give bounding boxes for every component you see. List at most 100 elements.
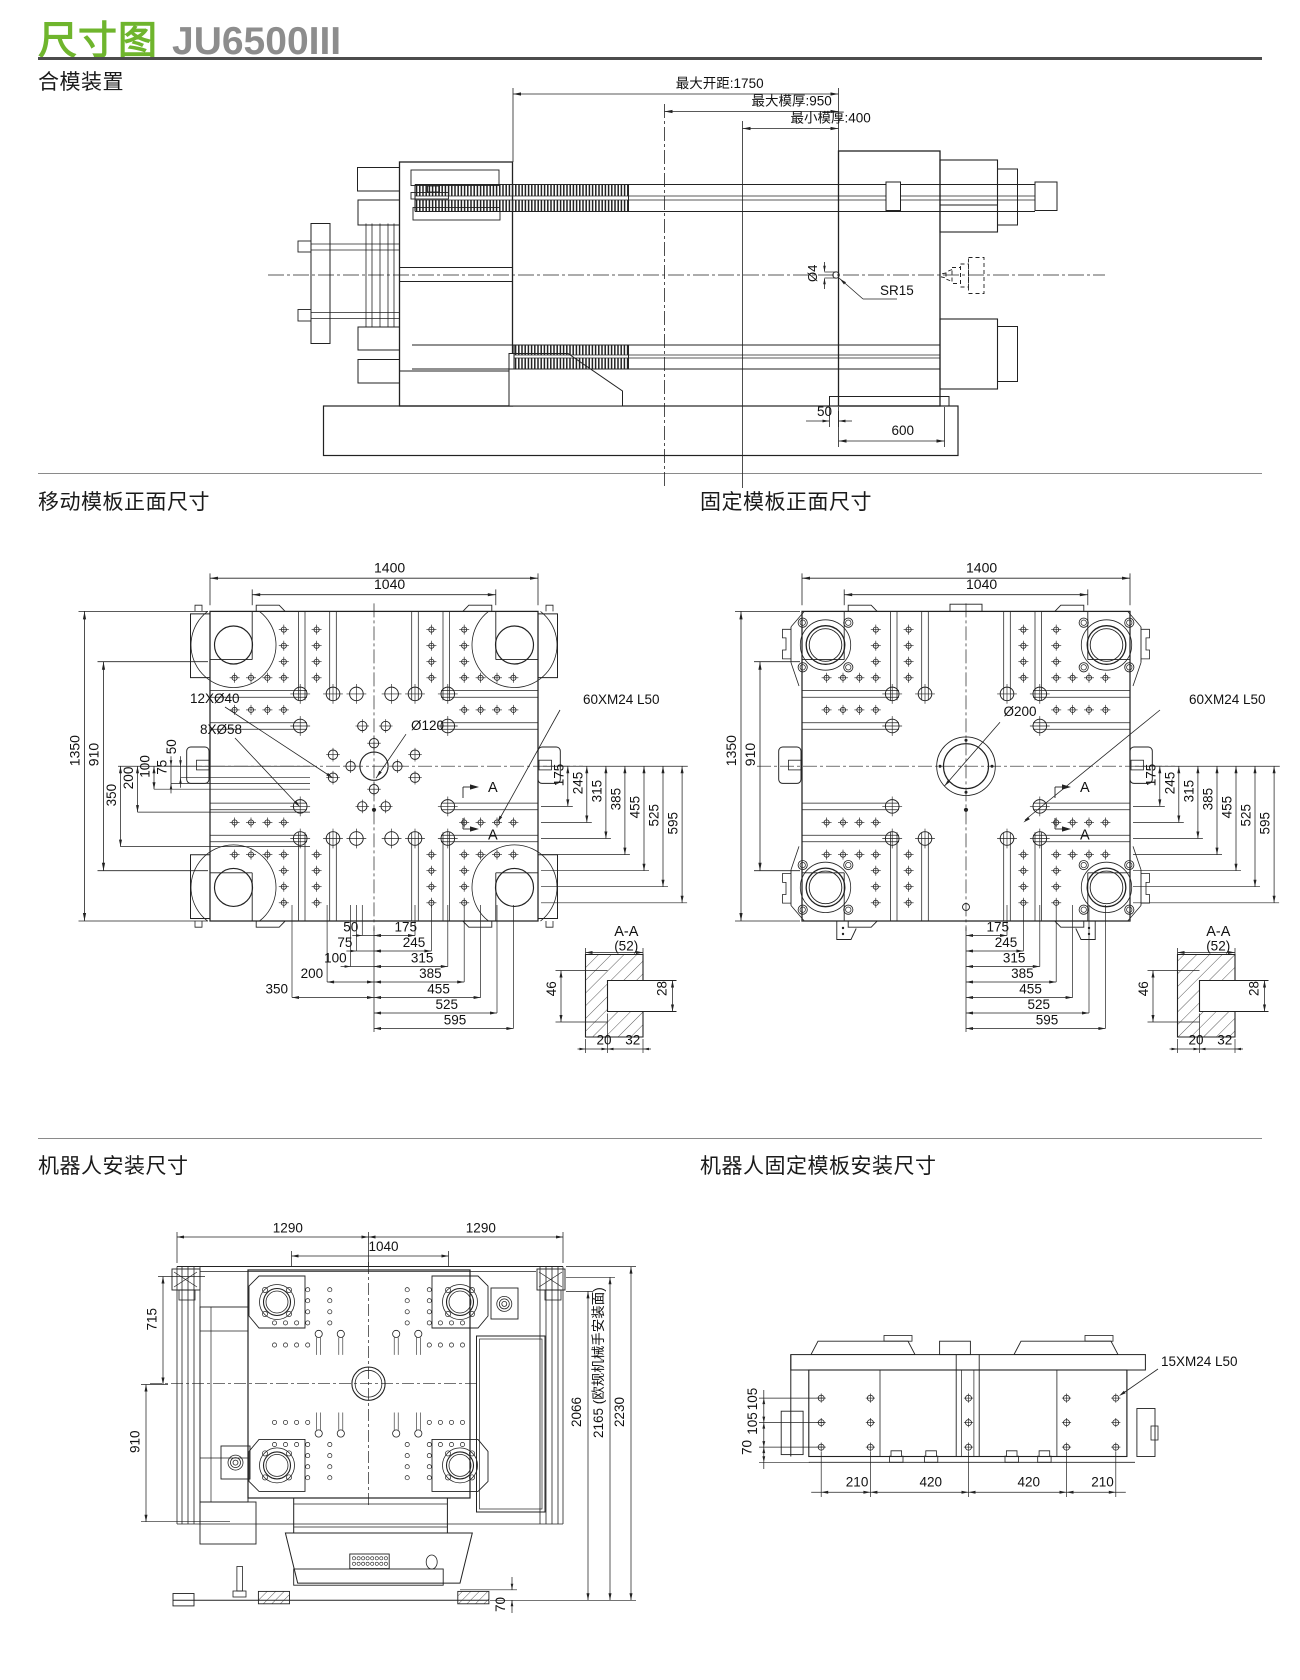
header-rule: [38, 57, 1262, 60]
dim-label: A: [488, 827, 498, 843]
section-title-clamping: 合模装置: [38, 71, 124, 94]
dim-label: 2066: [569, 1397, 584, 1427]
section-title-fixed-platen: 固定模板正面尺寸: [700, 491, 872, 514]
dim-label: 525: [1028, 997, 1051, 1012]
dim-label: 46: [1136, 981, 1151, 996]
dim-label: SR15: [880, 283, 914, 298]
dim-label: 70: [493, 1597, 508, 1612]
dim-label: 100: [324, 951, 347, 966]
dim-label: 1400: [374, 560, 405, 576]
dim-label: 1400: [966, 560, 997, 576]
dim-label: 12XØ40: [190, 691, 240, 706]
dim-label: 525: [647, 804, 662, 827]
dim-label: A: [1080, 780, 1090, 796]
dim-label: 455: [1019, 982, 1042, 997]
section-title-moving-platen: 移动模板正面尺寸: [38, 491, 210, 514]
dim-label: A: [1080, 827, 1090, 843]
dim-label: 315: [589, 780, 604, 803]
section-title-robot: 机器人安装尺寸: [38, 1155, 189, 1178]
dim-label: 350: [104, 784, 119, 807]
dim-label: 105: [745, 1388, 760, 1411]
dim-label: 200: [301, 966, 324, 981]
dim-label: 420: [920, 1475, 943, 1490]
dim-label: 210: [846, 1475, 869, 1490]
dim-label: 210: [1091, 1475, 1114, 1490]
dim-label: 385: [1011, 966, 1034, 981]
dim-label: 50: [164, 739, 179, 754]
dim-label: A-A: [1206, 924, 1231, 940]
dim-label: 1040: [369, 1239, 399, 1254]
dim-label: 175: [987, 920, 1010, 935]
dim-label: 455: [427, 982, 450, 997]
dim-label: 350: [265, 982, 288, 997]
dim-label: 46: [544, 981, 559, 996]
dim-label: 60XM24 L50: [583, 692, 660, 707]
dim-label: 385: [608, 788, 623, 811]
divider-1: [38, 473, 1262, 474]
dim-label: 595: [666, 812, 681, 835]
section-title-robot-fixed: 机器人固定模板安装尺寸: [700, 1155, 937, 1178]
dim-label: (52): [1206, 939, 1230, 954]
dim-label: 最小模厚:400: [791, 111, 871, 126]
dim-label: 245: [1162, 772, 1177, 795]
dim-label: 175: [551, 764, 566, 787]
dim-label: 525: [1239, 804, 1254, 827]
dim-label: 910: [86, 743, 102, 767]
dim-label: 1040: [374, 576, 405, 592]
dim-label: 385: [1201, 788, 1216, 811]
dim-label: 105: [745, 1412, 760, 1435]
dim-label: 20: [597, 1033, 612, 1048]
dim-label: 315: [411, 951, 434, 966]
dim-label: 595: [444, 1013, 467, 1028]
dim-label: 525: [436, 997, 459, 1012]
dim-label: 200: [121, 767, 136, 790]
dim-label: 245: [570, 772, 585, 795]
dim-label: Ø4: [805, 265, 820, 282]
dim-label: 455: [1220, 796, 1235, 819]
model-number: JU6500III: [172, 20, 342, 63]
dim-label: 32: [1217, 1033, 1232, 1048]
dim-label: 315: [1181, 780, 1196, 803]
dim-label: 75: [337, 935, 352, 950]
dim-label: 910: [128, 1430, 143, 1453]
dim-label: 8XØ58: [200, 722, 242, 737]
dim-label: 75: [155, 760, 170, 775]
dim-label: 50: [817, 404, 832, 419]
dim-label: 315: [1003, 951, 1026, 966]
dim-label: Ø200: [1004, 704, 1037, 719]
dim-label: 175: [395, 920, 418, 935]
dim-label: 28: [1247, 981, 1262, 996]
dim-label: 910: [742, 743, 758, 767]
dim-label: 1350: [67, 735, 83, 766]
dim-label: 28: [655, 981, 670, 996]
dim-label: 32: [625, 1033, 640, 1048]
dim-label: 1350: [723, 735, 739, 766]
dim-label: 175: [1143, 764, 1158, 787]
dim-label: 最大模厚:950: [752, 94, 832, 109]
dim-label: 70: [740, 1440, 755, 1455]
dim-label: A: [488, 780, 498, 796]
dim-label: 最大开距:1750: [676, 76, 764, 91]
dim-label: 15XM24 L50: [1161, 1354, 1238, 1369]
dim-label: 245: [995, 935, 1018, 950]
dim-label: 1290: [273, 1221, 303, 1236]
dim-label: Ø120: [411, 718, 444, 733]
dim-label: 20: [1189, 1033, 1204, 1048]
dim-label: 2230: [612, 1397, 627, 1427]
dim-label: 385: [419, 966, 442, 981]
dim-label: (52): [614, 939, 638, 954]
dim-label: 455: [628, 796, 643, 819]
dim-label: 2165 (欧规机械手安装面): [591, 1287, 606, 1438]
dim-label: 595: [1036, 1013, 1059, 1028]
dim-label: 595: [1258, 812, 1273, 835]
dim-label: 1040: [966, 576, 997, 592]
divider-2: [38, 1138, 1262, 1139]
dim-label: A-A: [614, 924, 639, 940]
